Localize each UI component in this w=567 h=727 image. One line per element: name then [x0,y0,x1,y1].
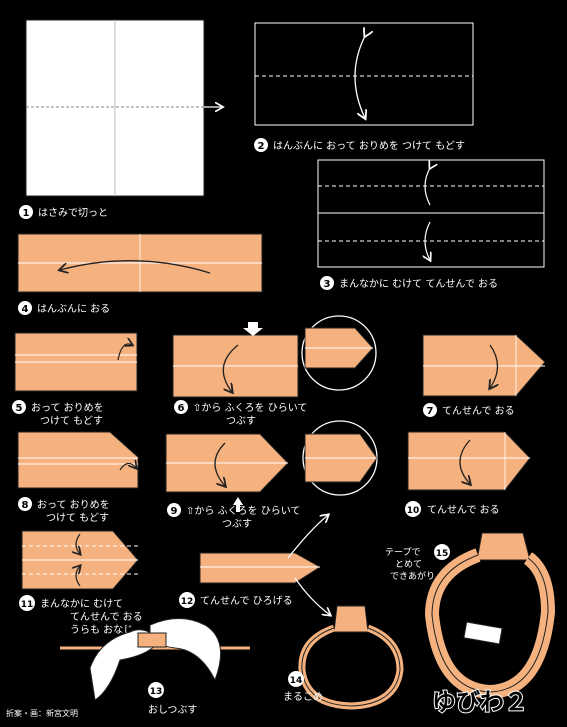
svg-text:7: 7 [427,406,434,417]
svg-text:てんせんで おる: てんせんで おる [70,611,143,623]
step7-figure [422,334,546,397]
step11-label: 11 まんなかに むけて てんせんで おる うらも おなじ [19,595,143,636]
step3-figure [317,160,545,268]
step14-figure [298,605,404,710]
step5-label: 5 おって おりめを つけて もどす [12,400,104,427]
step7-label: 7 てんせんで おる [423,403,515,417]
svg-text:4: 4 [22,304,29,315]
step8-figure [17,431,139,489]
svg-text:てんせんで おる: てんせんで おる [442,405,515,417]
svg-text:15: 15 [436,549,449,559]
svg-text:12: 12 [181,597,194,607]
svg-text:つけて もどす: つけて もどす [40,415,103,427]
svg-text:9: 9 [171,506,178,517]
step9-label: 9 ⇧から ふくろを ひらいて つぶす [167,503,300,530]
svg-text:はんぶんに おって おりめを つけて もどす: はんぶんに おって おりめを つけて もどす [273,140,465,152]
svg-text:つぶす: つぶす [226,415,256,427]
credit-text: 折案・画：新宮文明 [6,708,78,718]
step15-label: 15 [434,544,450,560]
svg-text:⇧から ふくろを ひらいて: ⇧から ふくろを ひらいて [186,505,300,517]
svg-text:つぶす: つぶす [222,518,252,530]
step11-figure [21,530,139,590]
step1-figure [25,19,222,197]
step13-label: 13 おしつぶす [148,682,197,716]
step10-figure [407,431,531,491]
svg-text:つけて もどす: つけて もどす [46,512,109,524]
svg-text:5: 5 [16,403,23,414]
svg-text:はんぶんに おる: はんぶんに おる [37,303,110,315]
svg-text:まるこめ: まるこめ [283,691,323,703]
svg-text:てんせんで ひろげる: てんせんで ひろげる [200,595,293,607]
svg-text:テープで: テープで [385,547,420,558]
svg-text:とめて: とめて [395,559,422,570]
svg-text:まんなかに むけて てんせんで おる: まんなかに むけて てんせんで おる [339,278,498,290]
svg-text:13: 13 [150,687,163,697]
step14-label: 14 まるこめ [283,671,323,703]
step6-label: 6 ⇧から ふくろを ひらいて つぶす [174,400,307,427]
step5-figure [14,332,138,392]
svg-text:8: 8 [22,500,29,511]
svg-text:3: 3 [324,279,331,290]
step12-label: 12 てんせんで ひろげる [179,592,293,608]
step12-figure [199,515,330,615]
step15-figure [424,532,556,700]
step4-figure [17,233,263,293]
step4-label: 4 はんぶんに おる [18,301,110,315]
step6-zoom-circle [301,315,377,391]
svg-text:てんせんで おる: てんせんで おる [427,504,500,516]
svg-text:できあがり: できあがり [390,570,435,582]
svg-text:まんなかに むけて: まんなかに むけて [40,598,123,610]
tape-note: テープで とめて できあがり [385,547,435,582]
step6-figure [172,322,299,398]
svg-text:おって おりめを: おって おりめを [31,402,104,414]
step13-figure [60,618,250,701]
step10-label: 10 てんせんで おる [405,501,500,517]
step1-label: 1 はさみで切っと [19,205,108,219]
step2-figure [254,22,474,126]
step2-label: 2 はんぶんに おって おりめを つけて もどす [254,138,465,152]
step9-zoom-circle [302,420,378,496]
svg-text:おしつぶす: おしつぶす [148,704,197,716]
svg-text:うらも おなじ: うらも おなじ [70,624,133,636]
svg-text:10: 10 [407,506,420,516]
svg-text:おって おりめを: おって おりめを [37,499,110,511]
svg-text:6: 6 [178,403,185,414]
step3-label: 3 まんなかに むけて てんせんで おる [320,276,498,290]
step8-label: 8 おって おりめを つけて もどす [18,497,110,524]
svg-text:1: 1 [23,208,30,219]
step9-figure [165,433,289,512]
svg-text:はさみで切っと: はさみで切っと [38,207,108,219]
svg-text:2: 2 [258,141,265,152]
diagram-title: ゆびわ２ [432,688,528,716]
svg-text:⇧から ふくろを ひらいて: ⇧から ふくろを ひらいて [193,402,307,414]
svg-text:14: 14 [290,676,303,686]
svg-text:11: 11 [21,600,34,610]
